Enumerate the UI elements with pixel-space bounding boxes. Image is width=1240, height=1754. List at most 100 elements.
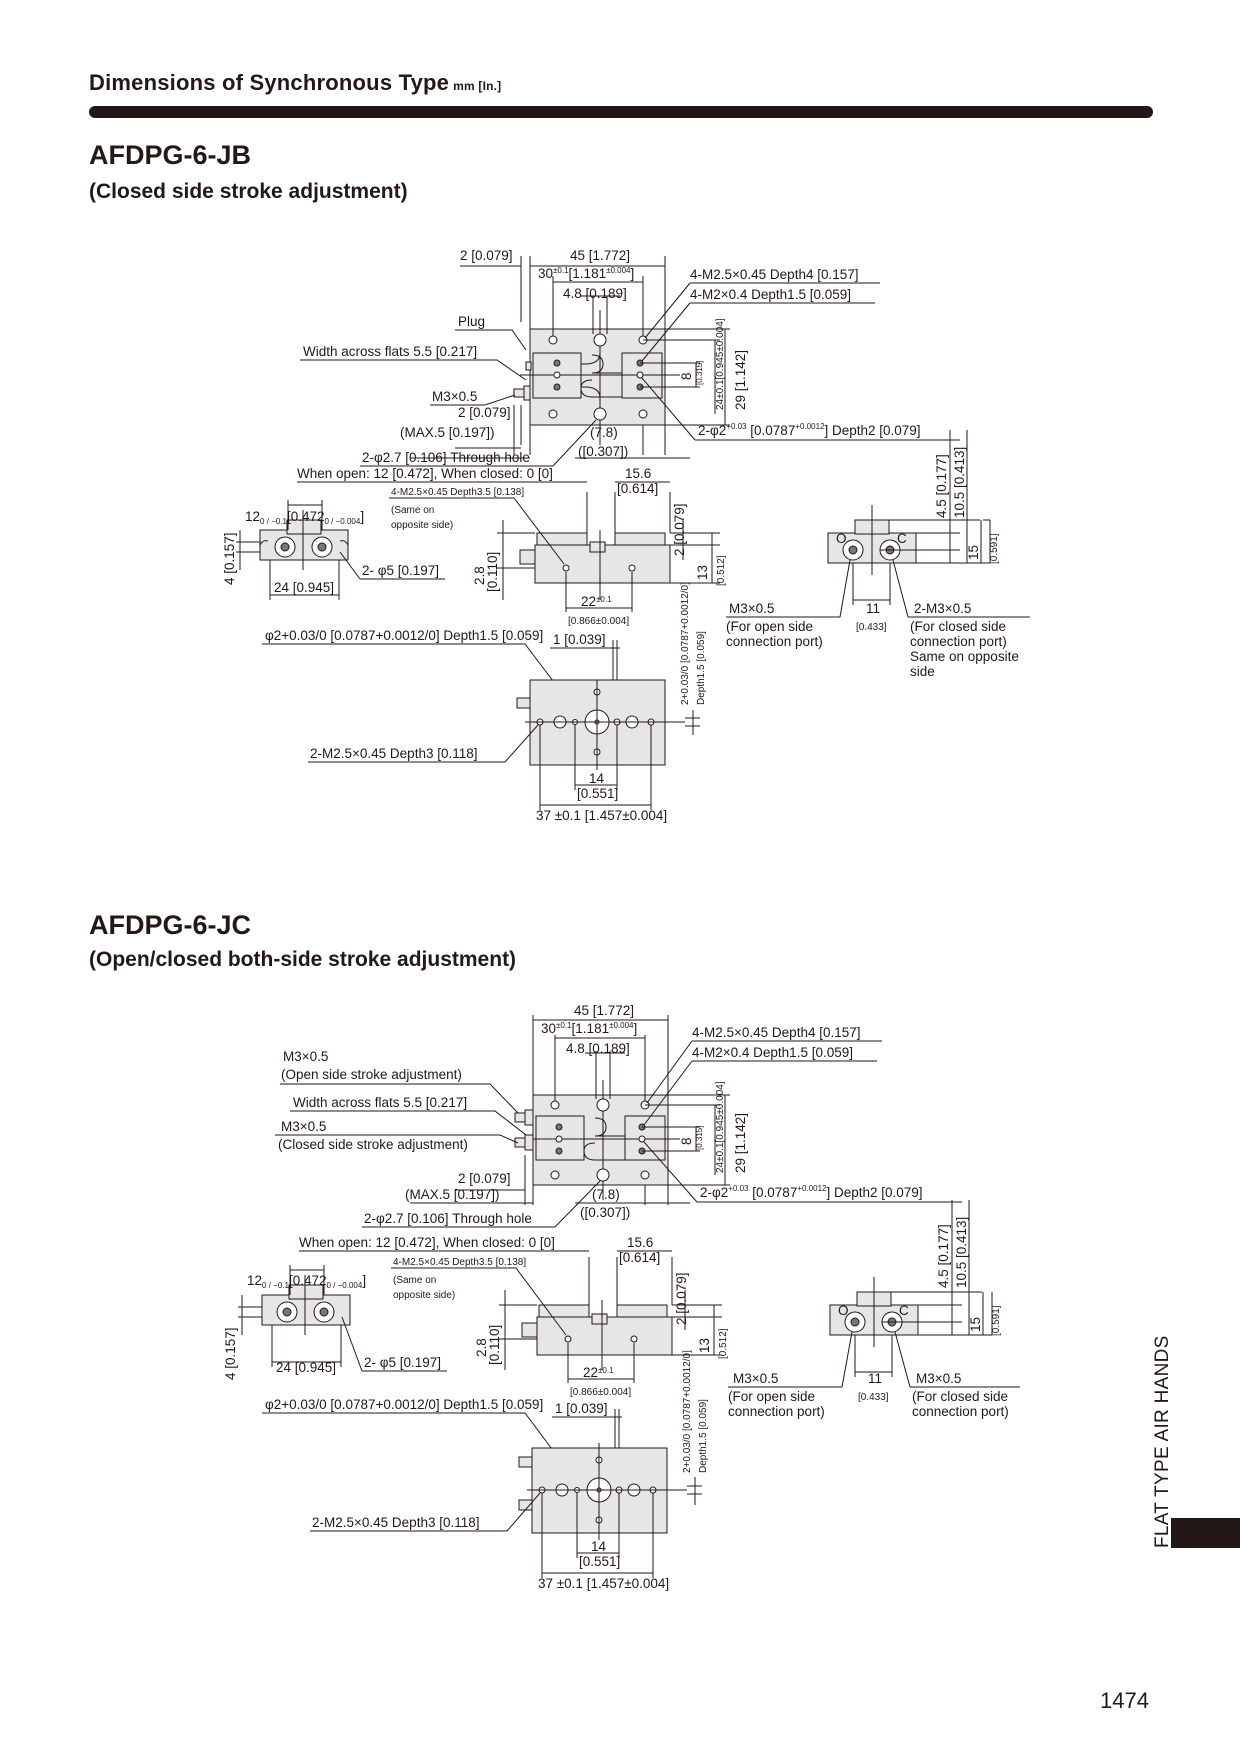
side-dim-13-in: [0.512] [718, 1328, 729, 1359]
bottom-dim-14-in: [0.551] [577, 786, 618, 801]
max5-label: (MAX.5 [0.197]) [405, 1187, 500, 1202]
drawing-jc: 45 [1.772] 30±0.1[1.181±0.004] 4.8 [0.18… [0, 995, 1240, 1615]
end-dim-15: 15 [966, 545, 981, 560]
port-open-note-1: (For open side [728, 1389, 815, 1404]
dim-4-8: 4.8 [0.189] [563, 286, 627, 301]
dim-24: 24±0.1[0.945±0.004] [715, 318, 726, 410]
bottom-tap-label: 2-M2.5×0.45 Depth3 [0.118] [312, 1515, 480, 1530]
dim-30: 30±0.1[1.181±0.004] [541, 1021, 637, 1036]
tap-m2-label: 4-M2×0.4 Depth1.5 [0.059] [692, 1045, 853, 1060]
side-dim-13-in: [0.512] [716, 555, 727, 586]
left-end-view [236, 500, 349, 600]
end-dim-15: 15 [968, 1317, 983, 1332]
side-dim-1: 1 [0.039] [553, 632, 606, 647]
phi5-label: 2- φ5 [0.197] [362, 563, 439, 578]
port-closed-note-1: (For closed side [912, 1389, 1008, 1404]
end-dim-11-in: [0.433] [858, 1392, 889, 1403]
m3-closed-label: M3×0.5 [281, 1119, 326, 1134]
port-open-label: M3×0.5 [733, 1371, 778, 1386]
end-dim-11: 11 [866, 601, 880, 616]
m3-open-note: (Open side stroke adjustment) [281, 1067, 462, 1082]
end-dim-12: 120 / −0.1[0.4720 / −0.004] [245, 509, 364, 526]
max5-label: (MAX.5 [0.197]) [400, 425, 495, 440]
pin-hole-label: 2-φ2+0.03 [0.0787+0.0012] Depth2 [0.079] [698, 422, 921, 438]
bottom-view [516, 679, 700, 810]
right-end-view [827, 430, 991, 605]
end-dim-10-5: 10.5 [0.413] [954, 1217, 969, 1288]
m3-open-label: M3×0.5 [283, 1049, 328, 1064]
port-open-note-2: connection port) [728, 1404, 825, 1419]
left-end-view [238, 1265, 351, 1367]
header-title-text: Dimensions of Synchronous Type [89, 70, 450, 95]
plug-label: Plug [458, 314, 485, 329]
stroke-note: When open: 12 [0.472], When closed: 0 [0… [299, 1235, 555, 1250]
top-view [410, 256, 730, 459]
end-dim-10-5: 10.5 [0.413] [952, 447, 967, 518]
side-tab-label: FLAT TYPE AIR HANDS [1152, 1335, 1173, 1548]
side-dim-22: 22±0.1 [583, 1365, 614, 1380]
pin-hole-label: 2-φ2+0.03 [0.0787+0.0012] Depth2 [0.079] [700, 1184, 923, 1200]
same-opposite-2: opposite side) [391, 520, 453, 531]
model-subtitle-jc: (Open/closed both-side stroke adjustment… [89, 948, 517, 971]
m3-label: M3×0.5 [432, 389, 477, 404]
drawing-jc-svg: 45 [1.772] 30±0.1[1.181±0.004] 4.8 [0.18… [223, 1003, 1020, 1591]
side-dim-22-in: [0.866±0.004] [568, 616, 629, 627]
bottom-dim-14-in: [0.551] [579, 1554, 620, 1569]
tap-m2-label: 4-M2×0.4 Depth1.5 [0.059] [690, 287, 851, 302]
dim-7-8-in: ([0.307]) [578, 444, 628, 459]
dim-7-8: (7.8) [592, 1187, 620, 1202]
label-c: C [899, 1303, 909, 1318]
side-dim-2: 2 [0.079] [674, 1272, 689, 1325]
label-o: O [838, 1303, 849, 1318]
width-across-flats-label: Width across flats 5.5 [0.217] [293, 1095, 467, 1110]
end-dim-4-5: 4.5 [0.177] [936, 1224, 951, 1288]
end-dim-4-5: 4.5 [0.177] [934, 454, 949, 518]
end-dim-24: 24 [0.945] [276, 1360, 336, 1375]
label-c: C [897, 531, 907, 546]
dim-2b: 2 [0.079] [458, 405, 511, 420]
end-dim-15-in: [0.591] [989, 533, 1000, 564]
side-dim-2-8-in: [0.110] [487, 1325, 502, 1365]
model-title-jc: AFDPG-6-JC [89, 910, 252, 940]
dim-8-in: [0.315] [695, 1126, 704, 1150]
end-dim-4: 4 [0.157] [222, 532, 237, 585]
side-dim-15-6: 15.6 [625, 466, 651, 481]
port-open-label: M3×0.5 [729, 601, 774, 616]
dim-7-8: (7.8) [590, 425, 618, 440]
port-closed-note-1: (For closed side [910, 619, 1006, 634]
dim-30: 30±0.1[1.181±0.004] [538, 266, 634, 281]
drawing-jb: 2 [0.079] 45 [1.772] 30±0.1[1.181±0.004]… [0, 230, 1240, 830]
m3-closed-note: (Closed side stroke adjustment) [278, 1137, 468, 1152]
dim-29: 29 [1.142] [733, 1113, 748, 1173]
side-dim-22-in: [0.866±0.004] [570, 1387, 631, 1398]
same-opposite-1: (Same on [391, 505, 434, 516]
end-dim-12: 120 / −0.1[0.4720 / −0.004] [247, 1273, 366, 1290]
mount-hole [548, 333, 648, 421]
adjust-nut [523, 385, 531, 401]
port-open-note-2: connection port) [726, 634, 823, 649]
side-tap-label: 4-M2.5×0.45 Depth3.5 [0.138] [391, 487, 524, 498]
side-dim-2-8: 2.8 [472, 566, 487, 585]
drawing-jb-svg: 2 [0.079] 45 [1.772] 30±0.1[1.181±0.004]… [222, 248, 1030, 823]
port-closed-note-4: side [910, 664, 935, 679]
bottom-tap-label: 2-M2.5×0.45 Depth3 [0.118] [310, 746, 478, 761]
port-closed-label: M3×0.5 [916, 1371, 961, 1386]
same-opposite-2: opposite side) [393, 1290, 455, 1301]
pin-depth-label: φ2+0.03/0 [0.0787+0.0012/0] Depth1.5 [0.… [265, 1397, 543, 1412]
plug [525, 361, 532, 371]
end-dim-24: 24 [0.945] [274, 580, 334, 595]
width-across-flats-label: Width across flats 5.5 [0.217] [303, 344, 477, 359]
side-dim-1: 1 [0.039] [555, 1401, 608, 1416]
through-hole-label: 2-φ2.7 [0.106] Through hole [364, 1211, 532, 1226]
dim-2: 2 [0.079] [460, 248, 513, 263]
side-dim-22: 22±0.1 [581, 594, 612, 609]
header-unit: mm [In.] [453, 79, 502, 93]
tap-m25-label: 4-M2.5×0.45 Depth4 [0.157] [692, 1025, 861, 1040]
side-view [297, 481, 720, 612]
pin-depth-label: φ2+0.03/0 [0.0787+0.0012/0] Depth1.5 [0.… [265, 628, 543, 643]
side-dim-15-6: 15.6 [627, 1235, 653, 1250]
header-rule [89, 106, 1153, 118]
bottom-dim-37: 37 ±0.1 [1.457±0.004] [538, 1576, 669, 1591]
adjust-screw [513, 388, 525, 398]
port-open-note-1: (For open side [726, 619, 813, 634]
